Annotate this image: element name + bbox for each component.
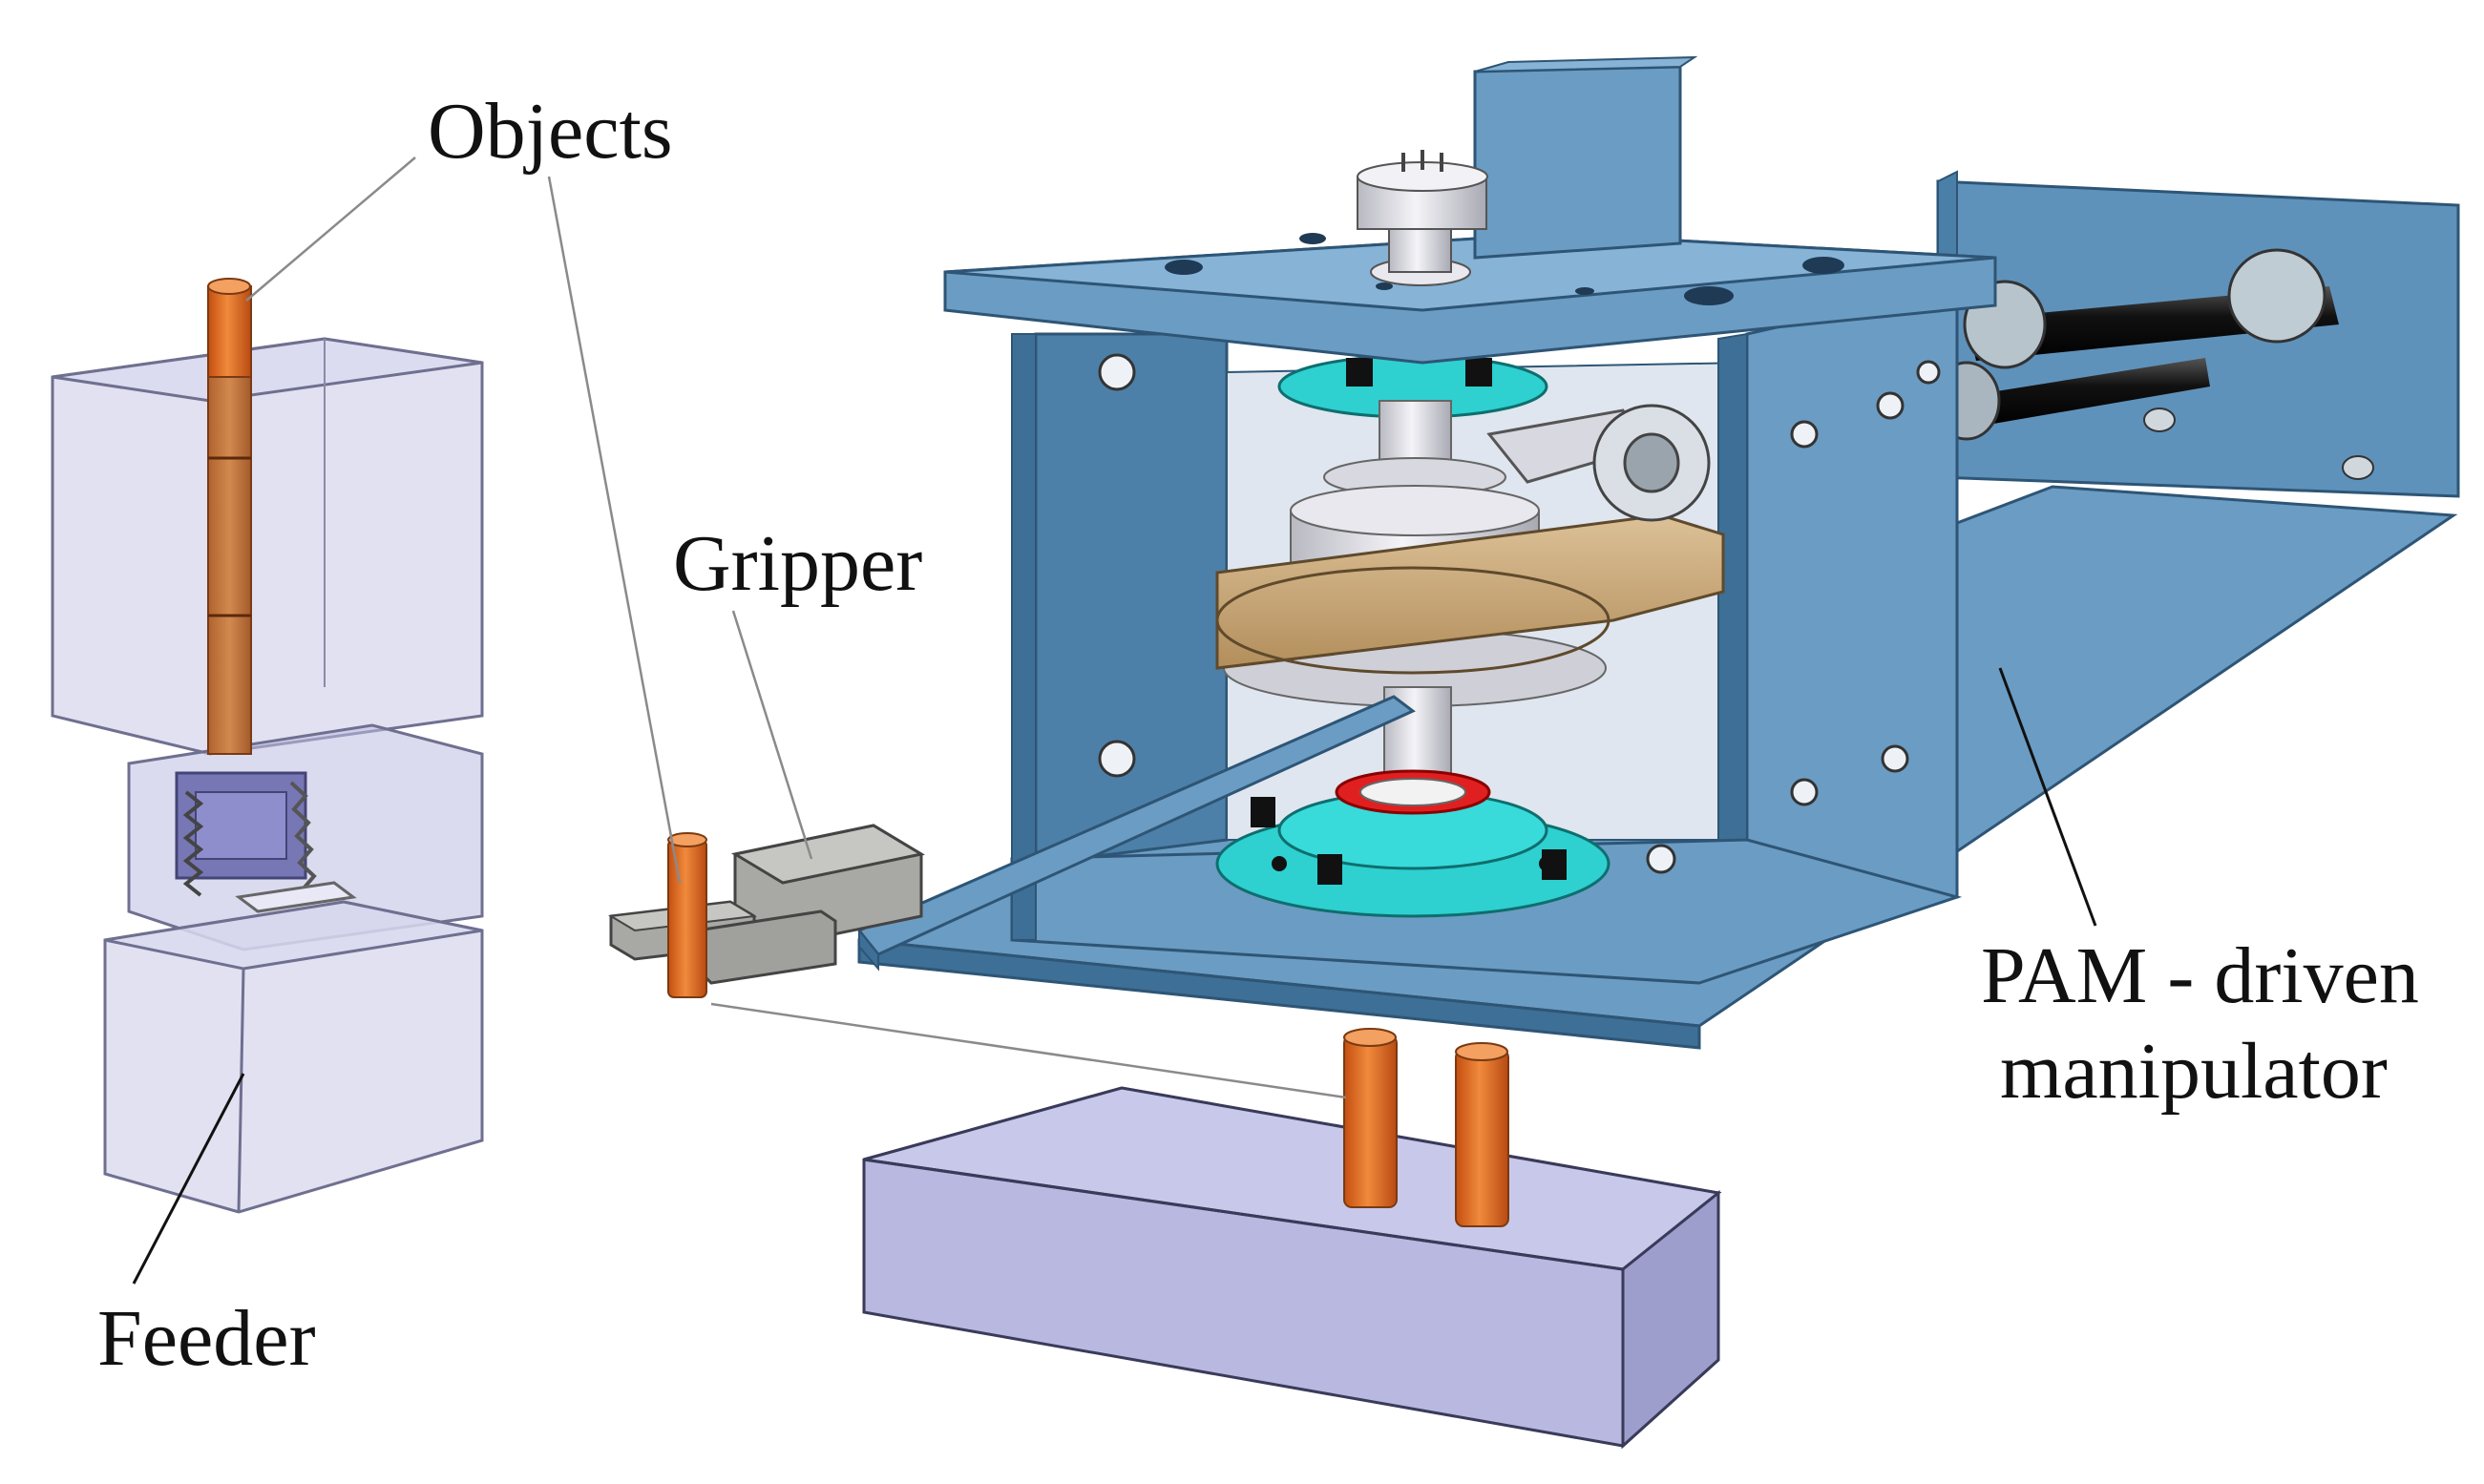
label-pam-line1: PAM - driven <box>1981 931 2419 1020</box>
leader-gripper <box>731 610 813 860</box>
leader-objects-gripper <box>547 176 682 884</box>
feeder <box>51 278 484 1214</box>
leader-objects-block <box>710 1002 1347 1099</box>
leader-lines-dark <box>132 667 2097 1285</box>
label-objects: Objects <box>428 87 673 176</box>
leader-feeder <box>132 1073 245 1285</box>
screws <box>1098 353 1941 874</box>
pam-driven-manipulator <box>857 55 2460 1050</box>
leader-lines <box>245 157 1347 1099</box>
label-gripper: Gripper <box>673 519 922 608</box>
target-block <box>862 1028 1722 1450</box>
label-feeder: Feeder <box>97 1294 316 1383</box>
leader-objects-feeder <box>245 157 416 302</box>
label-pam-line2: manipulator <box>2000 1027 2388 1116</box>
leader-pam <box>1998 667 2097 927</box>
held-object <box>667 832 707 998</box>
